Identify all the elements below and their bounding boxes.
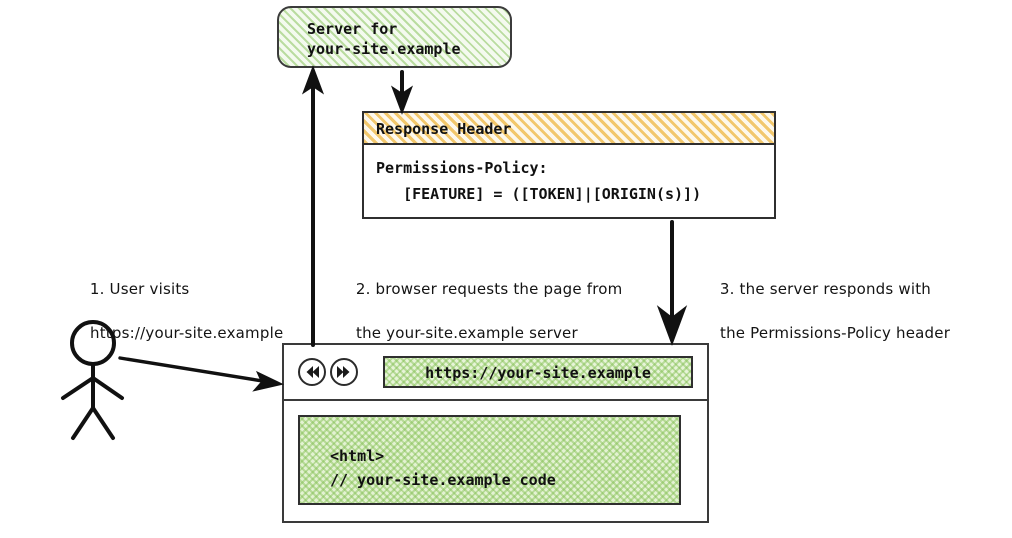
server-label: Server for your-site.example	[307, 19, 461, 59]
url-text: https://your-site.example	[425, 364, 651, 382]
rewind-double-triangle-icon[interactable]	[298, 358, 326, 386]
fast-forward-double-triangle-icon[interactable]	[330, 358, 358, 386]
step-1-line1: 1. User visits	[89, 280, 190, 298]
response-header-box: Response Header Permissions-Policy: [FEA…	[362, 111, 776, 219]
response-header-title-bar: Response Header	[364, 113, 774, 145]
browser-page-content: <html> // your-site.example code	[298, 415, 681, 505]
step-3-line2: the Permissions-Policy header	[720, 324, 951, 342]
arrow-browser-to-server	[301, 65, 325, 347]
response-header-title: Response Header	[376, 120, 512, 138]
page-code-line1: <html>	[330, 447, 385, 465]
arrow-response-header-to-browser	[656, 220, 688, 346]
response-header-body: Permissions-Policy: [FEATURE] = ([TOKEN]…	[376, 155, 701, 207]
stick-figure-leg-left	[71, 406, 95, 440]
step-2-line1: 2. browser requests the page from	[355, 280, 623, 298]
step-3-caption: 3. the server responds with the Permissi…	[700, 256, 950, 388]
server-label-line1: Server for	[307, 20, 398, 38]
step-2-caption: 2. browser requests the page from the yo…	[336, 256, 622, 388]
page-code-block: <html> // your-site.example code	[330, 444, 556, 492]
step-1-line2: https://your-site.example	[90, 324, 284, 342]
server-box: Server for your-site.example	[277, 6, 512, 68]
browser-window: https://your-site.example <html> // your…	[282, 343, 709, 523]
step-1-caption: 1. User visits https://your-site.example	[70, 256, 283, 388]
url-bar[interactable]: https://your-site.example	[383, 356, 693, 388]
browser-toolbar: https://your-site.example	[284, 345, 707, 401]
stick-figure-leg-right	[91, 406, 115, 440]
step-2-line2: the your-site.example server	[356, 324, 578, 342]
server-label-line2: your-site.example	[307, 40, 461, 58]
response-header-line1: Permissions-Policy:	[376, 159, 548, 177]
arrow-server-to-response-header	[390, 70, 414, 115]
response-header-line2: [FEATURE] = ([TOKEN]|[ORIGIN(s)])	[376, 185, 702, 203]
step-3-line1: 3. the server responds with	[719, 280, 932, 298]
page-code-line2: // your-site.example code	[330, 471, 556, 489]
